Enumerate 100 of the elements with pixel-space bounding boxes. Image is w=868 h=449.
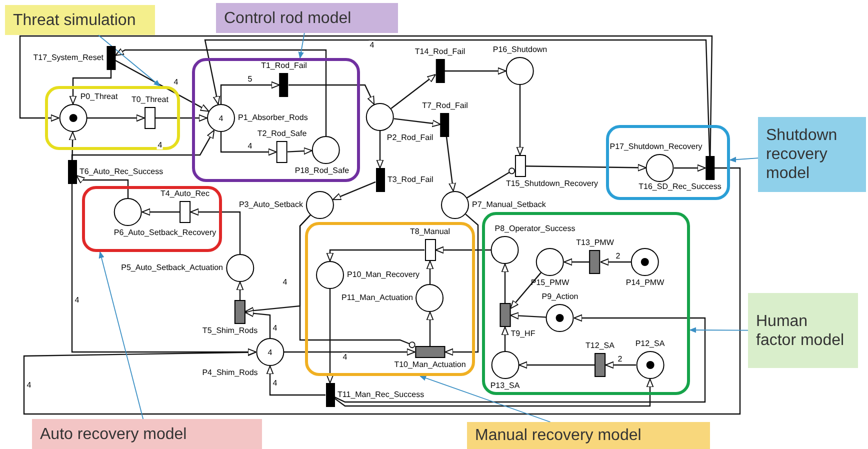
weight-label: 4: [272, 324, 278, 332]
place-label: P17_Shutdown_Recovery: [610, 142, 702, 152]
place-label: P5_Auto_Setback_Actuation: [121, 263, 223, 273]
weight-label: 4: [26, 380, 32, 390]
transition-label: T12_SA: [586, 341, 614, 351]
leader-line: [98, 34, 160, 86]
inhibitor-arc: [299, 214, 416, 348]
weight-label: 4: [156, 140, 164, 150]
weight-label: 5: [246, 74, 254, 84]
weight-label: 2: [616, 354, 624, 364]
model-frame: [192, 58, 360, 182]
transition-label: T4_Auto_Rec: [160, 189, 210, 199]
weight-label: 4: [342, 352, 348, 362]
leader-line: [690, 327, 748, 333]
arc-arrow: [444, 214, 479, 356]
arc-arrow: [69, 70, 112, 104]
transition-label: T5_Shim_Rods: [202, 326, 258, 336]
arc-arrow: [220, 81, 280, 104]
arc-arrow: [266, 366, 326, 396]
place-label: P18_Rod_Safe: [294, 166, 350, 176]
arc-arrow: [68, 132, 76, 160]
arc-arrow: [334, 378, 654, 407]
place-label: P16_Shutdown: [492, 45, 548, 55]
transition-label: T2_Rod_Safe: [257, 129, 307, 139]
arc-arrow: [19, 35, 713, 156]
arc-arrow: [71, 130, 215, 160]
arc-arrow: [376, 131, 384, 168]
arc-arrow: [115, 60, 210, 112]
place-label: P4_Shim_Rods: [202, 368, 258, 378]
weight-label: 4: [282, 278, 288, 286]
model-frame: [482, 212, 690, 395]
place-label: P9_Action: [542, 292, 578, 302]
weight-label: 4: [368, 40, 376, 50]
arc-arrow: [23, 167, 741, 415]
weight-label: 2: [614, 252, 622, 260]
place-label: P7_Manual_Setback: [472, 200, 546, 210]
leader-line: [98, 252, 144, 420]
arc-arrow: [426, 312, 434, 346]
weight-label: 4: [172, 78, 180, 86]
arc-arrow: [220, 132, 277, 156]
arc-arrow: [284, 348, 416, 356]
transition-label: T0_Threat: [132, 95, 168, 105]
arc-arrow: [190, 208, 241, 254]
place-label: P0_Threat: [80, 92, 118, 102]
place-label: P2_Rod_Fail: [386, 133, 434, 143]
arc-arrow: [334, 314, 706, 403]
place-label: P6_Auto_Setback_Recovery: [114, 228, 216, 238]
arc-arrow: [526, 164, 646, 172]
callout-note: Shutdown recovery model: [758, 117, 866, 192]
callout-note: Human factor model: [748, 293, 858, 368]
arc-arrow: [287, 147, 312, 155]
place-label: P8_Operator_Success: [494, 224, 576, 234]
arc-arrow: [600, 258, 631, 266]
arc-arrow: [605, 361, 636, 369]
arc-arrow: [87, 114, 145, 122]
transition-label: T10_Man_Actuation: [394, 360, 466, 370]
callout-note: Auto recovery model: [32, 419, 262, 449]
leader-line: [420, 375, 551, 422]
callout-note: Manual recovery model: [467, 422, 710, 449]
transition-label: T9_HF: [510, 329, 536, 339]
arc-arrow: [288, 84, 375, 105]
arc-arrow: [76, 175, 129, 198]
arc-arrow: [501, 326, 509, 351]
place-label: P1_Absorber_Rods: [238, 113, 308, 123]
arc-arrow: [674, 164, 706, 172]
place-label: P11_Man_Actuation: [342, 293, 413, 303]
arc-arrow: [204, 39, 710, 156]
callout-note: Threat simulation: [5, 5, 155, 35]
inhibitor-arc: [466, 168, 516, 198]
transition-label: T11_Man_Rec_Success: [338, 390, 424, 400]
transition-label: T1_Rod_Fail: [261, 61, 307, 71]
transition-label: T13_PMW: [576, 238, 614, 248]
place-label: P10_Man_Recovery: [347, 270, 420, 280]
transition-label: T17_System_Reset: [33, 53, 104, 63]
arc-arrow: [564, 258, 590, 266]
transition-label: T3_Rod_Fail: [388, 175, 434, 185]
transition-label: T8_Manual: [410, 227, 450, 237]
leader-line: [730, 156, 758, 162]
place-label: P15_PMW: [530, 278, 570, 288]
arc-arrow: [501, 264, 509, 303]
arc-arrow: [510, 272, 542, 309]
arc-arrow: [516, 85, 524, 156]
arc-arrow: [326, 289, 334, 384]
transition-label: T14_Rod_Fail: [414, 47, 466, 57]
arc-arrow: [444, 67, 506, 75]
model-frame: [45, 86, 180, 150]
callout-note: Control rod model: [216, 3, 398, 33]
transition-label: T16_SD_Rec_Success: [638, 182, 722, 192]
arc-arrow: [236, 282, 244, 300]
arc-arrow: [446, 136, 456, 192]
arc-arrow: [326, 249, 424, 262]
weight-label: 4: [74, 296, 80, 304]
model-frame: [82, 186, 222, 252]
place-label: P14_PMW: [626, 278, 664, 288]
transition-label: T15_Shutdown_Recovery: [506, 179, 598, 189]
weight-label: 4: [246, 142, 254, 150]
arc-arrow: [390, 74, 436, 109]
arc-arrow: [518, 361, 594, 369]
arc-arrow: [426, 260, 434, 284]
arc-arrow: [510, 312, 546, 320]
